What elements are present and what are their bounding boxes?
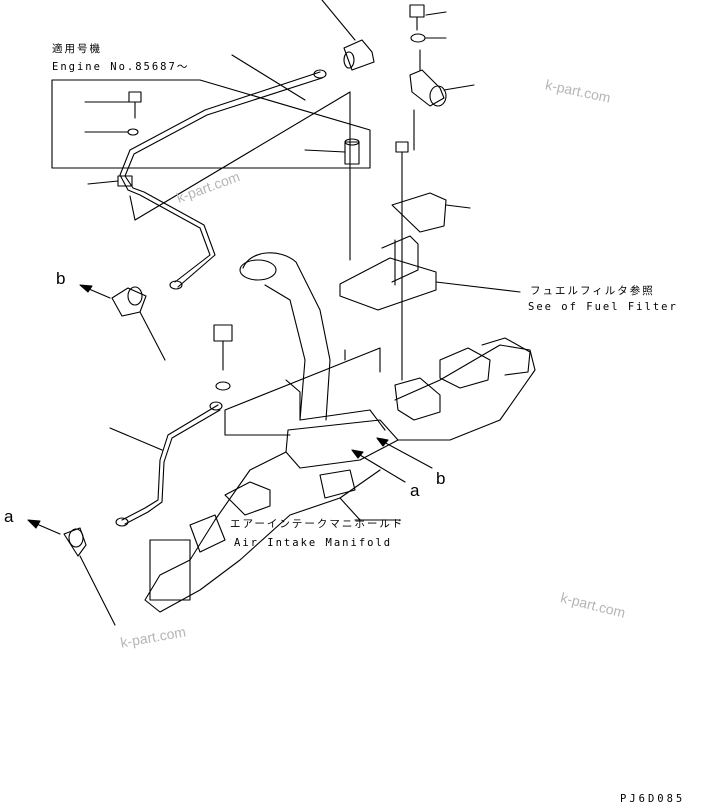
- inset-divider: [129, 195, 136, 221]
- applicable-engine-jp: 適用号機: [52, 43, 102, 55]
- bolt-part: [128, 91, 142, 119]
- leader-line: [109, 427, 163, 451]
- bolt-part: [395, 141, 409, 176]
- cable-harness-upper: [117, 69, 327, 290]
- fuel-filter-bracket: [339, 235, 521, 311]
- washer-part: [410, 33, 447, 43]
- manifold-label-jp: エアーインテークマニホールド: [230, 518, 405, 530]
- cable-harness-lower: [115, 401, 223, 527]
- inset-divider: [224, 347, 381, 436]
- applicable-engine-en: Engine No.85687～: [52, 61, 190, 73]
- ref-a-left: a: [4, 507, 14, 526]
- fuel-filter-note-jp: フュエルフィルタ参照: [530, 285, 655, 297]
- ref-a-right: a: [410, 481, 420, 500]
- bracket-plate: [391, 192, 471, 233]
- arrow-a-right: [351, 449, 406, 483]
- fuel-filter-note-en: See of Fuel Filter: [528, 301, 678, 313]
- leader-line: [304, 149, 346, 153]
- bolt-part: [409, 4, 447, 31]
- elbow-fitting-left: [111, 286, 166, 361]
- intake-elbow-pipe: [239, 252, 331, 421]
- inset-frame: [51, 79, 371, 169]
- intake-manifold: [144, 337, 536, 613]
- inset-divider: [134, 91, 351, 221]
- sensor-part: [409, 49, 475, 107]
- elbow-fitting-lower: [63, 527, 116, 626]
- drawing-code: PJ6D085: [620, 793, 686, 805]
- manifold-label-en: Air Intake Manifold: [234, 537, 393, 549]
- arrow-a-left: [27, 519, 61, 535]
- ref-b-right: b: [436, 469, 446, 488]
- bolt-part: [213, 324, 233, 371]
- arrow-b-left: [79, 284, 111, 299]
- ref-b-left: b: [56, 269, 66, 288]
- washer-part: [215, 381, 231, 391]
- elbow-fitting-top: [321, 0, 375, 71]
- arrow-b-right: [376, 437, 433, 469]
- spacer-part: [344, 138, 360, 165]
- leader-line: [339, 497, 361, 521]
- washer-part: [127, 128, 139, 136]
- leader-line: [87, 180, 119, 185]
- leader-line: [231, 54, 306, 101]
